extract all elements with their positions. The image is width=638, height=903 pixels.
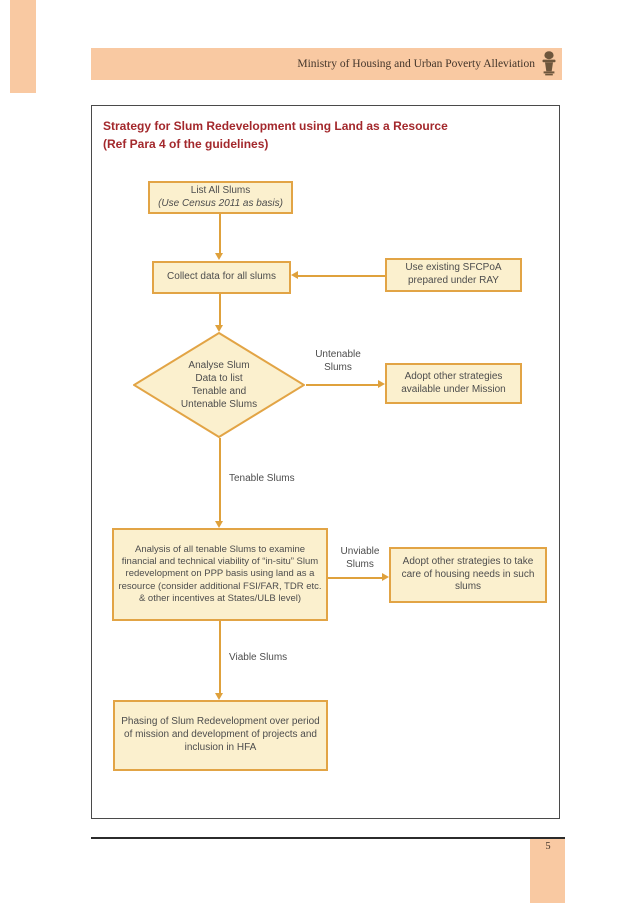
bottom-right-accent-strip bbox=[530, 839, 565, 903]
flow-node-adopt-housing: Adopt other strategies to take care of h… bbox=[389, 547, 547, 603]
page-title-line1: Strategy for Slum Redevelopment using La… bbox=[103, 119, 448, 133]
page-title-line2: (Ref Para 4 of the guidelines) bbox=[103, 137, 269, 151]
page-number: 5 bbox=[545, 841, 551, 852]
node-text: Adopt other strategies available under M… bbox=[401, 370, 506, 395]
flow-node-list-all-slums: List All Slums (Use Census 2011 as basis… bbox=[148, 181, 293, 214]
arrow-line bbox=[297, 275, 385, 277]
arrowhead-left-icon bbox=[291, 271, 298, 279]
arrow-line bbox=[219, 214, 221, 254]
india-state-emblem-icon bbox=[541, 50, 557, 78]
decision-line: Analyse Slum bbox=[188, 360, 250, 371]
footer-rule bbox=[91, 837, 565, 839]
arrowhead-down-icon bbox=[215, 693, 223, 700]
decision-line: Data to list bbox=[195, 373, 243, 384]
arrow-line bbox=[219, 294, 221, 326]
flow-node-collect-data: Collect data for all slums bbox=[152, 261, 291, 294]
ministry-title: Ministry of Housing and Urban Poverty Al… bbox=[297, 58, 535, 70]
arrowhead-down-icon bbox=[215, 253, 223, 260]
flow-node-viability-analysis: Analysis of all tenable Slums to examine… bbox=[112, 528, 328, 621]
flow-decision-analyse-slums: Analyse Slum Data to list Tenable and Un… bbox=[133, 332, 305, 438]
branch-label-tenable: Tenable Slums bbox=[229, 473, 295, 484]
branch-label-unviable: Unviable Slums bbox=[340, 546, 380, 570]
flow-node-adopt-mission: Adopt other strategies available under M… bbox=[385, 363, 522, 404]
decision-line: Untenable Slums bbox=[180, 399, 258, 410]
page-title: Strategy for Slum Redevelopment using La… bbox=[103, 117, 549, 153]
flow-node-phasing: Phasing of Slum Redevelopment over perio… bbox=[113, 700, 328, 771]
decision-line: Tenable and bbox=[191, 386, 247, 397]
arrow-line bbox=[306, 384, 379, 386]
node-text: Adopt other strategies to take care of h… bbox=[401, 555, 535, 593]
arrowhead-down-icon bbox=[215, 521, 223, 528]
node-text: Phasing of Slum Redevelopment over perio… bbox=[121, 716, 320, 753]
flow-node-sfcpoa: Use existing SFCPoA prepared under RAY bbox=[385, 258, 522, 292]
top-left-accent-strip bbox=[10, 0, 36, 93]
node-text: Use existing SFCPoA prepared under RAY bbox=[405, 262, 502, 286]
arrowhead-right-icon bbox=[382, 573, 389, 581]
decision-text: Analyse Slum Data to list Tenable and Un… bbox=[133, 332, 305, 438]
branch-label-untenable: Untenable Slums bbox=[315, 349, 361, 373]
arrow-line bbox=[219, 438, 221, 522]
branch-label-viable: Viable Slums bbox=[229, 652, 288, 663]
page-header: Ministry of Housing and Urban Poverty Al… bbox=[91, 48, 562, 80]
arrowhead-down-icon bbox=[215, 325, 223, 332]
node-subtext: (Use Census 2011 as basis) bbox=[158, 197, 283, 209]
node-text: Collect data for all slums bbox=[167, 271, 276, 283]
node-text: Analysis of all tenable Slums to examine… bbox=[118, 544, 322, 604]
arrowhead-right-icon bbox=[378, 380, 385, 388]
arrow-line bbox=[328, 577, 383, 579]
node-text: List All Slums bbox=[190, 184, 251, 196]
arrow-line bbox=[219, 621, 221, 694]
